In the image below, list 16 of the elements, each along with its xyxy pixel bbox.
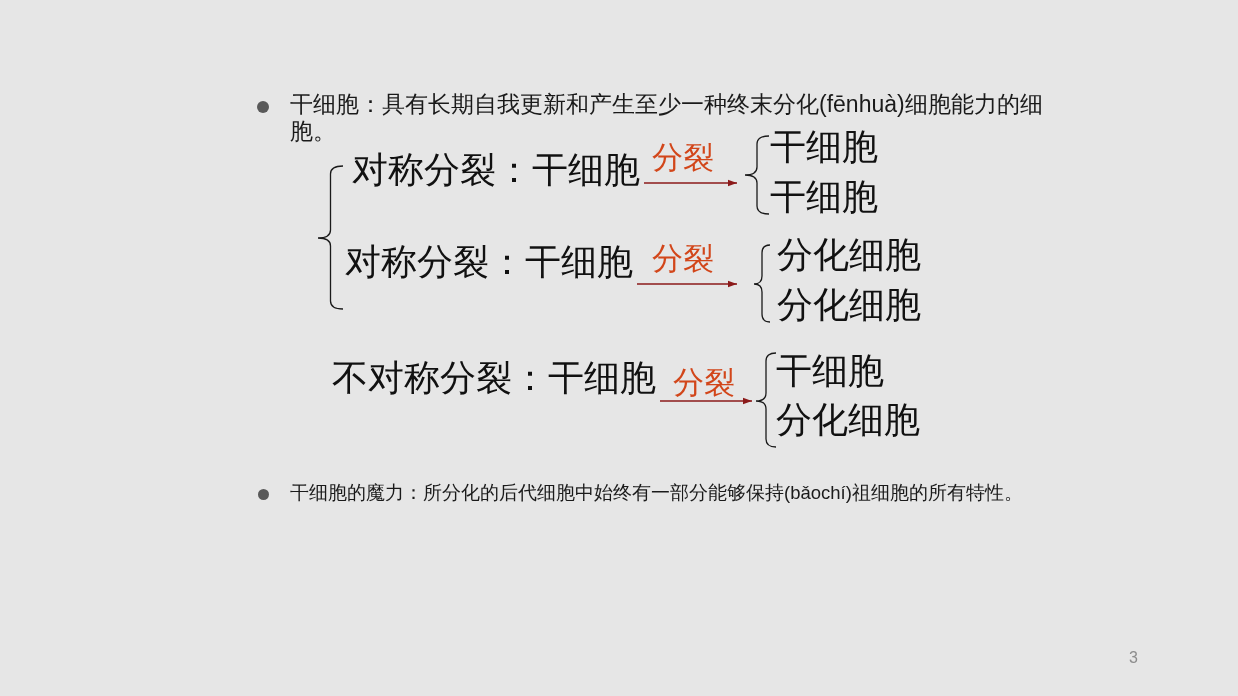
division-text: 不对称分裂：干细胞 xyxy=(332,354,656,402)
arrow xyxy=(643,179,738,187)
page-number: 3 xyxy=(1129,649,1138,667)
cell-type-text: 分化细胞 xyxy=(777,287,921,323)
cell-type-text: 分化细胞 xyxy=(777,237,921,273)
division-text: 对称分裂：干细胞 xyxy=(352,150,640,190)
arrow xyxy=(659,397,753,405)
edge-label: 分裂 xyxy=(673,367,735,398)
edge-label: 分裂 xyxy=(652,243,714,274)
division-text: 对称分裂：干细胞 xyxy=(345,242,633,282)
cell-type-text: 干细胞 xyxy=(770,179,878,215)
note-text: 干细胞的魔力：所分化的后代细胞中始终有一部分能够保持(bǎochí)祖细胞的所有特性。 xyxy=(290,481,1023,505)
edge-label: 分裂 xyxy=(652,142,714,173)
cell-type-text: 干细胞 xyxy=(776,353,884,389)
cell-type-text: 分化细胞 xyxy=(776,402,920,438)
arrow xyxy=(636,280,738,288)
